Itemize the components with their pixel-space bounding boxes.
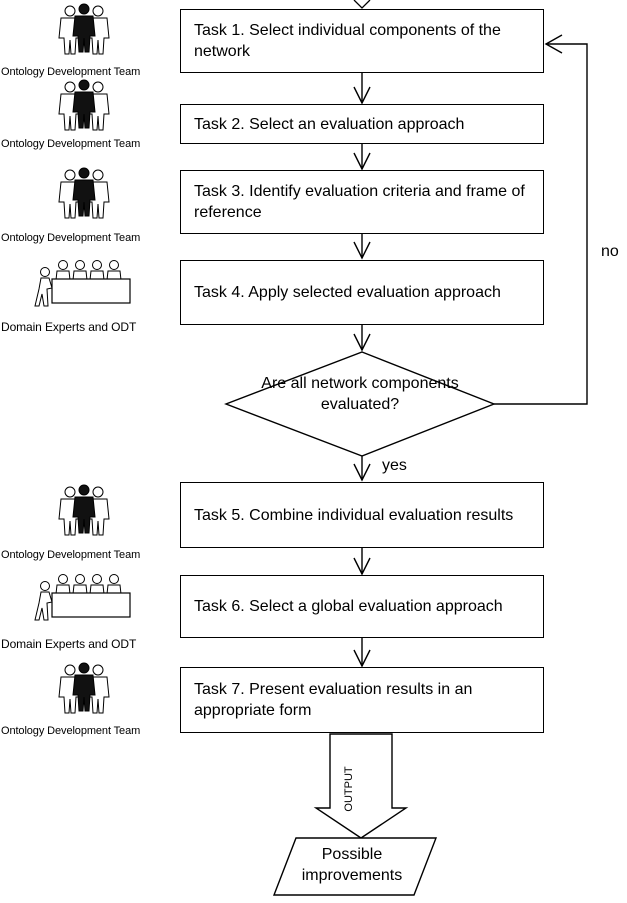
role-label-task-3: Ontology Development Team <box>1 232 141 244</box>
role-label-task-5: Ontology Development Team <box>1 549 141 561</box>
output-result-text: Possible improvements <box>301 846 403 884</box>
role-label-task-6: Domain Experts and ODT <box>1 637 137 651</box>
experts-meeting-icon <box>34 260 131 307</box>
task-4-box: Task 4. Apply selected evaluation approa… <box>180 260 544 325</box>
arrow-decision-to-task5 <box>353 454 371 482</box>
output-arrow-label: OUTPUT <box>343 766 355 812</box>
task-2-box: Task 2. Select an evaluation approach <box>180 104 544 144</box>
branch-yes-label: yes <box>382 457 407 474</box>
task-2-text: Task 2. Select an evaluation approach <box>194 115 465 133</box>
decision-diamond <box>224 351 496 457</box>
branch-no-label: no <box>601 243 619 260</box>
arrow-task3-to-task4 <box>353 234 371 260</box>
task-5-box: Task 5. Combine individual evaluation re… <box>180 482 544 548</box>
task-1-text: Task 1. Select individual components of … <box>194 22 501 60</box>
loop-back-arrow <box>494 34 588 405</box>
team-group-icon <box>58 484 110 536</box>
role-label-task-2: Ontology Development Team <box>1 138 141 150</box>
arrow-task2-to-task3 <box>353 144 371 171</box>
role-label-task-1: Ontology Development Team <box>1 66 141 78</box>
task-5-text: Task 5. Combine individual evaluation re… <box>194 506 514 524</box>
decision-question: Are all network components evaluated? <box>261 375 459 413</box>
team-group-icon <box>58 3 110 55</box>
output-arrow: OUTPUT <box>313 733 409 839</box>
task-7-text: Task 7. Present evaluation results in an… <box>194 681 473 719</box>
task-1-box: Task 1. Select individual components of … <box>180 9 544 73</box>
task-6-box: Task 6. Select a global evaluation appro… <box>180 575 544 638</box>
team-group-icon <box>58 79 110 131</box>
arrow-task5-to-task6 <box>353 548 371 576</box>
entry-arrow <box>353 0 371 9</box>
role-label-task-4: Domain Experts and ODT <box>1 320 137 334</box>
team-group-icon <box>58 662 110 714</box>
arrow-task4-to-decision <box>353 325 371 352</box>
experts-meeting-icon <box>34 574 131 621</box>
task-3-text: Task 3. Identify evaluation criteria and… <box>194 183 525 221</box>
task-4-text: Task 4. Apply selected evaluation approa… <box>194 284 501 301</box>
task-3-box: Task 3. Identify evaluation criteria and… <box>180 170 544 234</box>
arrow-task1-to-task2 <box>353 73 371 105</box>
task-7-box: Task 7. Present evaluation results in an… <box>180 667 544 733</box>
role-label-task-7: Ontology Development Team <box>1 725 141 737</box>
task-6-text: Task 6. Select a global evaluation appro… <box>194 598 503 615</box>
team-group-icon <box>58 167 110 219</box>
arrow-task6-to-task7 <box>353 638 371 668</box>
output-parallelogram <box>272 837 438 896</box>
